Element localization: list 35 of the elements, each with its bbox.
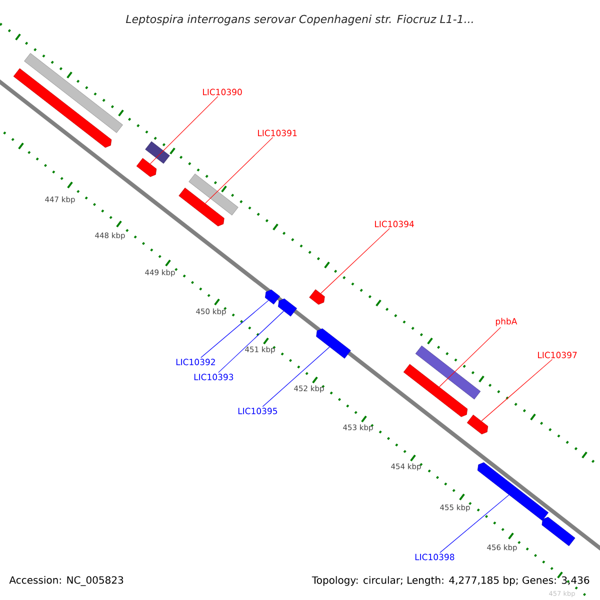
gene-feature: [136, 158, 157, 177]
gene-label: LIC10395: [238, 408, 278, 414]
feature-bar: [188, 174, 238, 216]
gene-label: LIC10392: [176, 358, 215, 366]
gene-feature: [265, 290, 280, 304]
gene-label: LIC10398: [415, 554, 454, 560]
leader-line: [200, 300, 269, 358]
gene-label: LIC10391: [258, 130, 297, 136]
gene-label: LIC10390: [203, 88, 242, 96]
title: Leptospira interrogans serovar Copenhageni str. Fiocruz L1-1...: [126, 14, 473, 26]
gene-label: phbA: [496, 318, 518, 326]
gene-label: LIC10397: [538, 352, 577, 358]
leader-line: [218, 310, 284, 373]
leader-line: [150, 96, 218, 164]
gene-label: LIC10394: [375, 220, 414, 228]
accession-text: Accession: NC_005823: [9, 576, 124, 586]
gene-feature: [309, 289, 325, 305]
feature-bar: [415, 346, 481, 400]
gene-feature: [13, 68, 112, 148]
summary-text: Topology: circular; Length: 4,277,185 bp; Genes: 3,436: [312, 576, 590, 586]
feature-bar: [145, 141, 170, 164]
gene-feature: [477, 462, 549, 521]
gene-feature: [178, 188, 224, 226]
leader-line: [320, 228, 390, 294]
leader-line: [481, 359, 553, 422]
leader-line: [204, 137, 274, 204]
gene-label: LIC10393: [194, 374, 234, 380]
leader-line: [440, 494, 510, 553]
feature-bar: [24, 53, 123, 133]
gene-feature: [466, 414, 488, 434]
gene-feature: [278, 298, 297, 316]
gene-feature: [316, 328, 351, 359]
gene-feature: [403, 364, 468, 417]
gene-feature: [542, 516, 576, 546]
leader-line: [262, 346, 330, 407]
